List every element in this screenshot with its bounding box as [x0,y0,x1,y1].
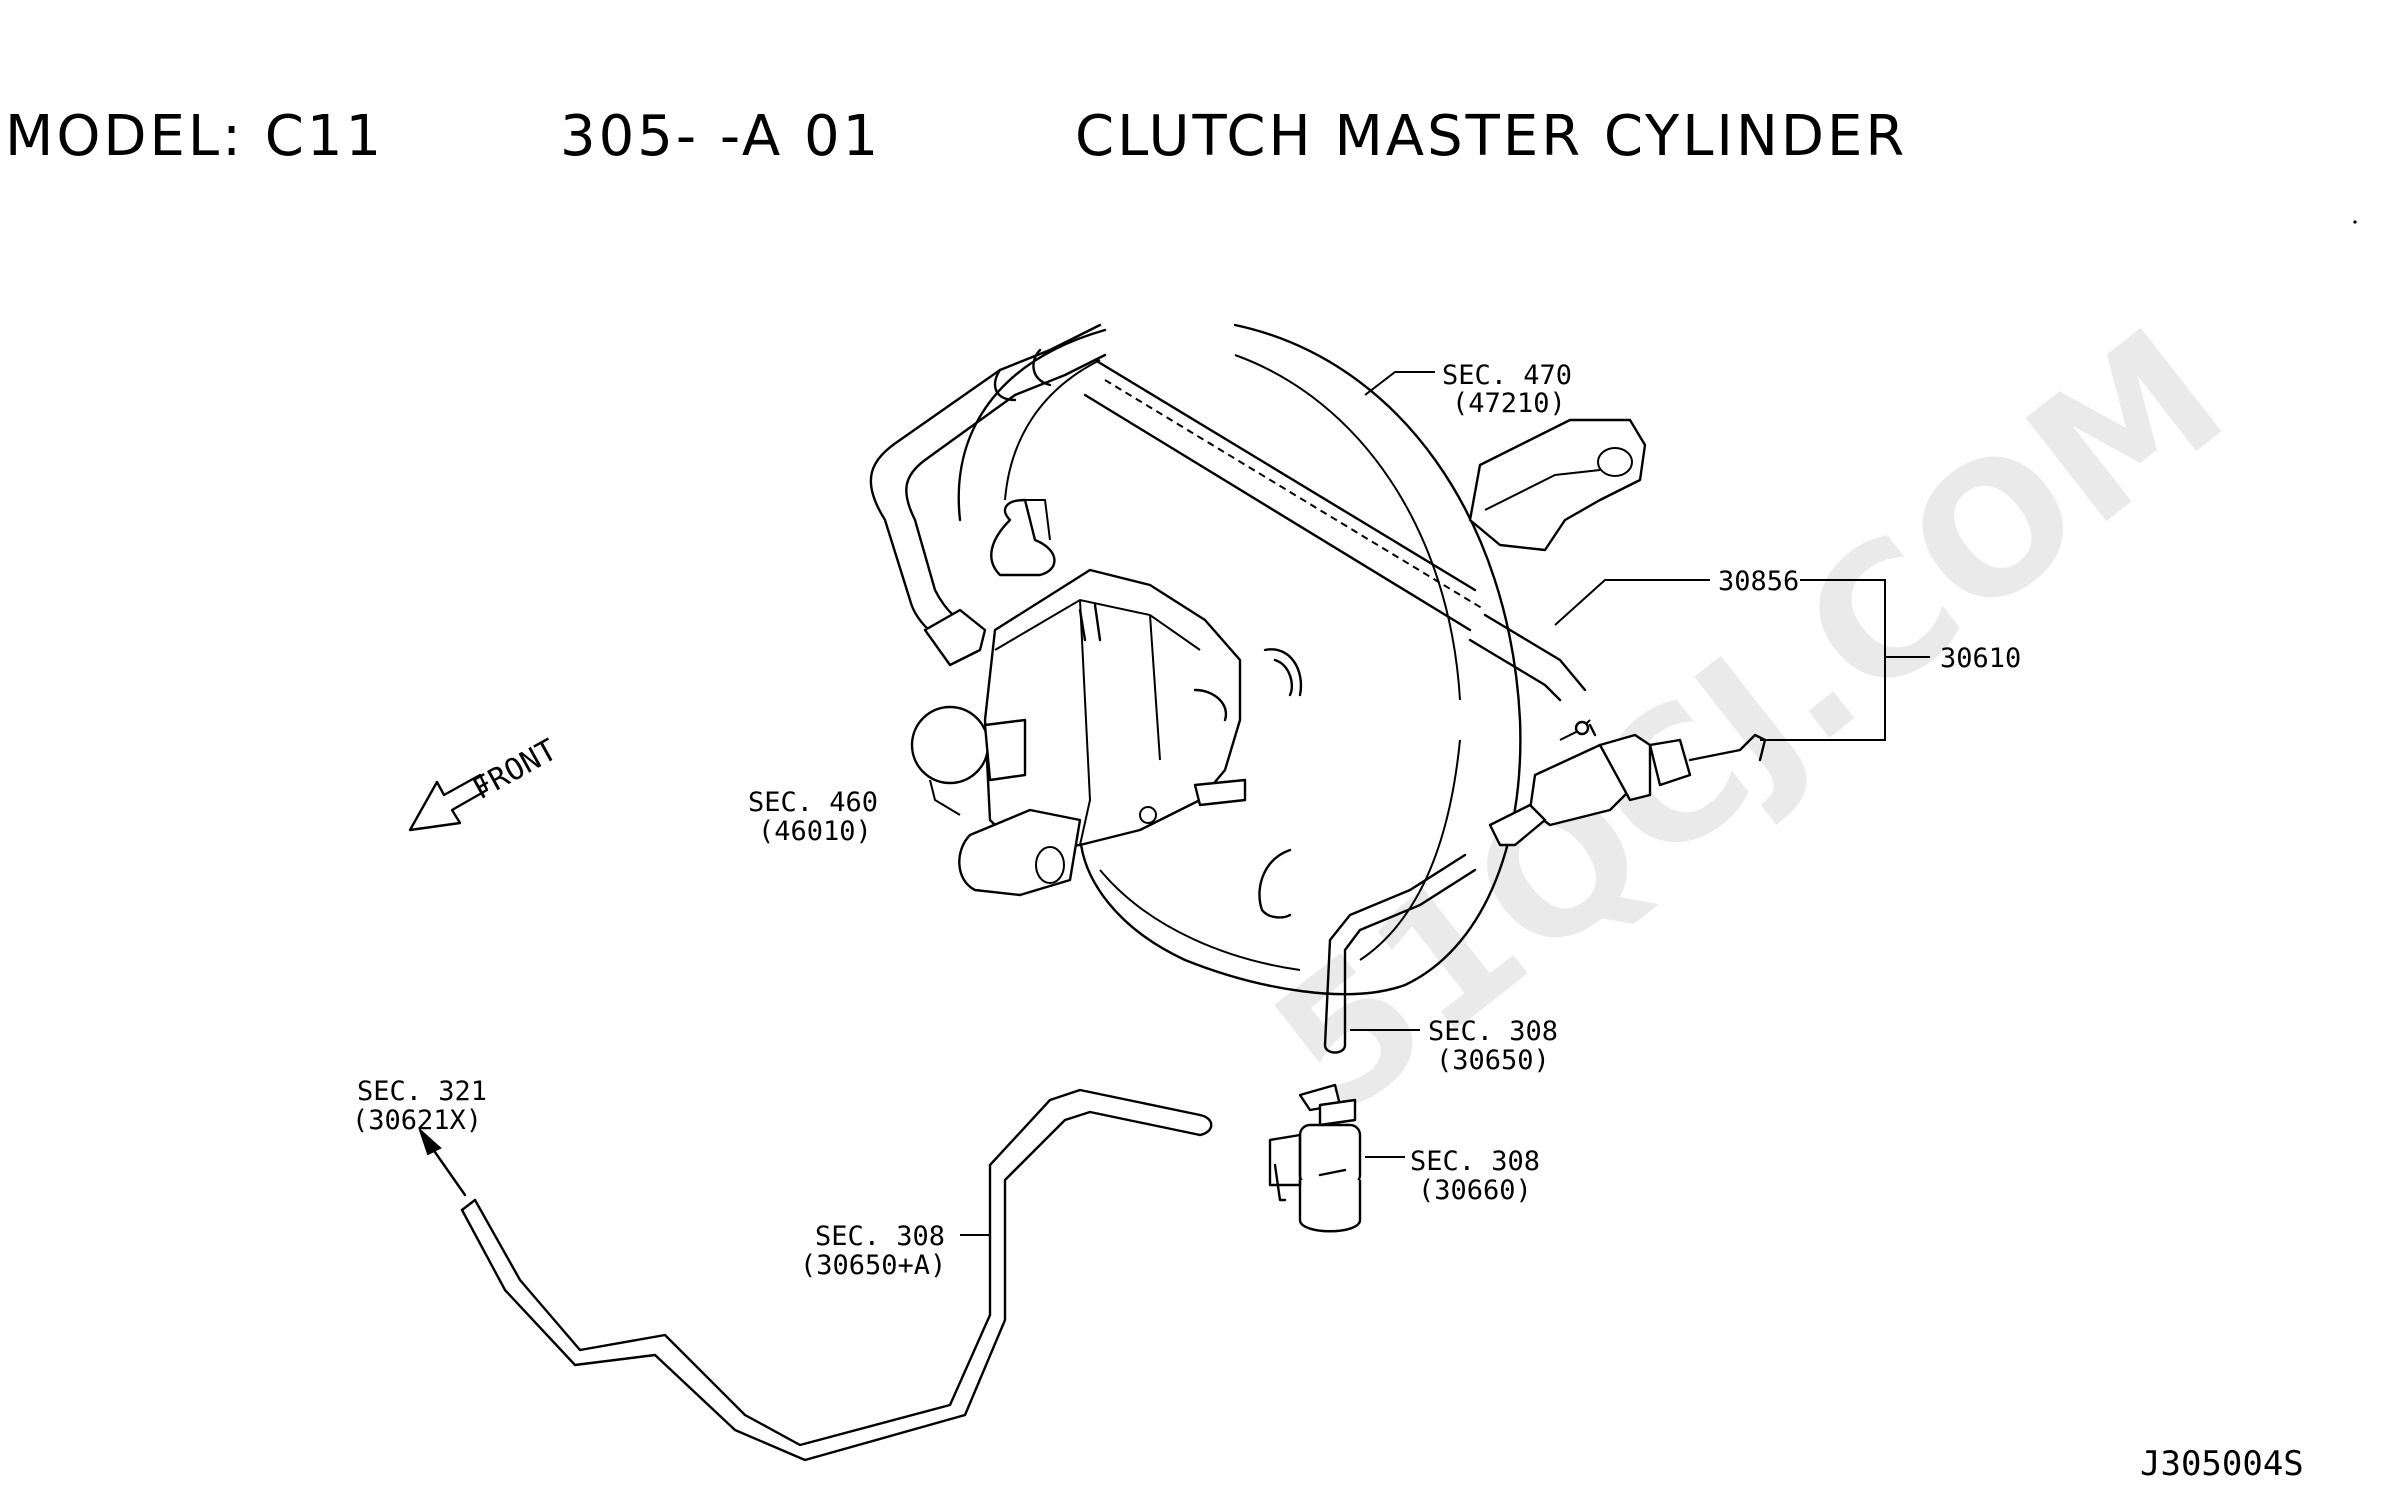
callout-47210: (47210) [1452,388,1566,419]
title-model: MODEL: C11 [5,104,384,169]
callout-sec308-30650a: SEC. 308 [815,1221,945,1252]
front-arrow-icon [408,773,489,832]
title-section: 305- -A 01 [560,104,881,169]
leader-lines [929,371,1930,1236]
stray-dot [2353,220,2357,224]
callout-sec308-30650: SEC. 308 [1428,1016,1558,1047]
callout-sec321: SEC. 321 [357,1076,487,1107]
brake-booster [957,323,1522,996]
clutch-tube-30650 [1323,853,1477,1054]
callout-sec460: SEC. 460 [748,787,878,818]
callout-sec308-30660: SEC. 308 [1410,1146,1540,1177]
clutch-tube-30650a [460,1088,1213,1462]
diagram-title: MODEL: C11 305- -A 01 CLUTCH MASTER CYLI… [5,104,1907,169]
mounting-bracket [1468,418,1647,552]
diagram-code: J305004S [2140,1444,2304,1484]
callout-30856: 30856 [1718,566,1799,597]
watermark: 51QCJ.COM [1238,290,2261,1154]
clutch-damper-30660 [1268,1083,1362,1233]
master-cylinder-body [910,498,1247,897]
clutch-master-cylinder-30610 [1468,613,1767,847]
callout-30621x: (30621X) [352,1105,482,1136]
callouts: SEC. 470 (47210) 30856 30610 SEC. 460 (4… [352,360,2021,1281]
callout-30650: (30650) [1436,1045,1550,1076]
callout-sec470: SEC. 470 [1442,360,1572,391]
callout-30660: (30660) [1418,1175,1532,1206]
pushrod-dashed-line [1104,379,1486,611]
title-name: CLUTCH MASTER CYLINDER [1075,104,1907,169]
callout-46010: (46010) [758,816,872,847]
vacuum-hose [869,323,1107,667]
callout-30610: 30610 [1940,643,2021,674]
sec321-arrow [417,1126,467,1197]
pushrod-outline [1083,358,1477,632]
front-label: FRONT [467,733,563,807]
callout-30650a: (30650+A) [800,1250,946,1281]
